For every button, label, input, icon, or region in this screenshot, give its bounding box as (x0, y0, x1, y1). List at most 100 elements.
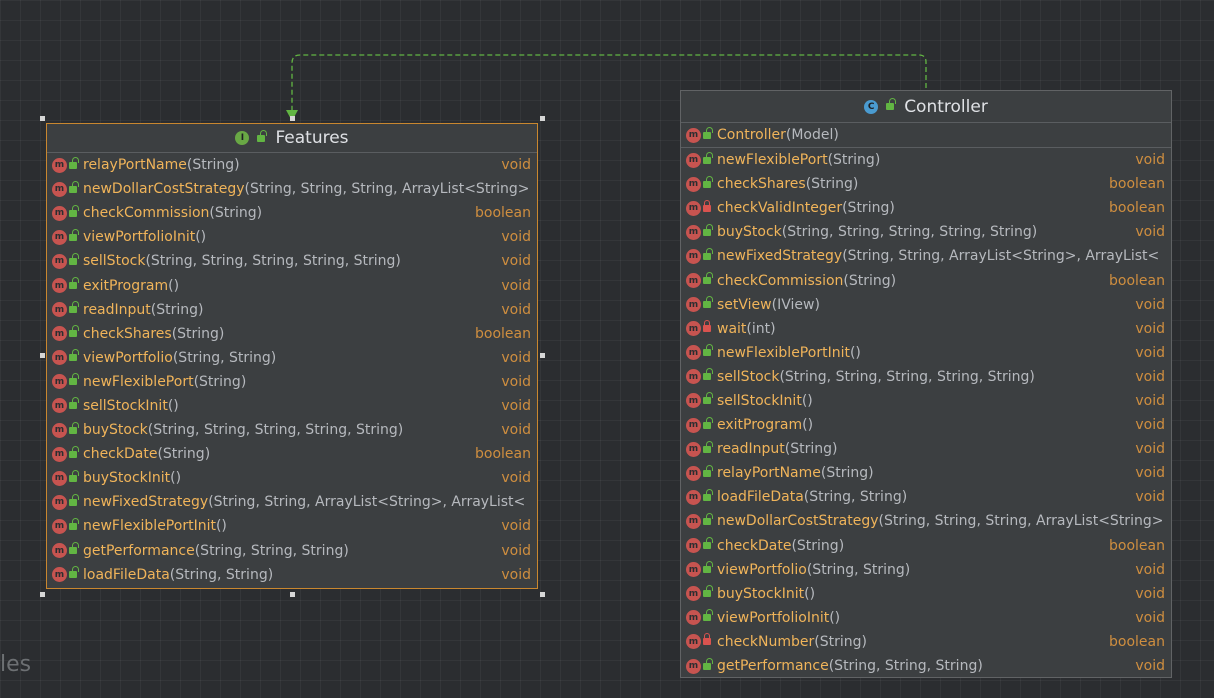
method-name: newDollarCostStrategy (83, 181, 245, 198)
method-name: checkShares (717, 176, 806, 193)
method-icon: m (686, 562, 701, 578)
method-name: checkCommission (717, 272, 844, 289)
return-type: boolean (1109, 200, 1165, 217)
public-icon (69, 349, 79, 362)
return-type: void (1135, 344, 1165, 361)
method-params: (String) (814, 633, 867, 650)
method-icon: m (686, 513, 701, 529)
return-type: void (1135, 489, 1165, 506)
public-icon (69, 542, 79, 555)
resize-handle-nw[interactable] (40, 116, 45, 121)
return-type: void (1135, 585, 1165, 602)
method-name: checkValidInteger (717, 200, 843, 217)
method-icon: m (686, 273, 701, 289)
public-icon (69, 228, 79, 241)
method-icon: m (52, 374, 67, 390)
resize-handle-n[interactable] (290, 116, 295, 121)
public-icon (703, 392, 713, 405)
return-type: void (501, 470, 531, 487)
method-icon: m (686, 248, 701, 264)
resize-handle-e[interactable] (540, 353, 545, 358)
public-icon (69, 493, 79, 506)
method-params: (String) (842, 200, 895, 217)
resize-handle-s[interactable] (290, 592, 295, 597)
partial-label: les (0, 652, 32, 677)
method-params: (String, String, String) (194, 542, 349, 559)
method-name: checkNumber (717, 633, 815, 650)
method-icon: m (686, 489, 701, 505)
method-name: buyStockInit (83, 470, 171, 487)
public-icon (703, 151, 713, 164)
public-icon (703, 368, 713, 381)
method-icon: m (52, 422, 67, 438)
method-icon: m (52, 518, 67, 534)
method-icon: m (52, 398, 67, 414)
method-params: () (215, 518, 227, 535)
return-type: boolean (1109, 272, 1165, 289)
resize-handle-w[interactable] (40, 353, 45, 358)
return-type: void (501, 566, 531, 583)
method-name: sellStock (83, 253, 146, 270)
resize-handle-ne[interactable] (540, 116, 545, 121)
public-icon (703, 561, 713, 574)
method-params: (IView) (771, 296, 820, 313)
method-params: () (170, 470, 182, 487)
method-icon: m (686, 658, 701, 674)
method-params: (String, String) (169, 566, 274, 583)
constructor-row[interactable]: m Controller(Model) (681, 123, 1171, 147)
method-icon: m (686, 441, 701, 457)
return-type: void (1135, 417, 1165, 434)
resize-handle-sw[interactable] (40, 592, 45, 597)
method-icon: m (686, 176, 701, 192)
method-params: (String, String, String, String, String) (781, 224, 1038, 241)
return-type: void (1135, 392, 1165, 409)
public-icon (69, 373, 79, 386)
method-params: () (802, 417, 814, 434)
method-params: (String) (791, 537, 845, 554)
resize-handle-se[interactable] (540, 592, 545, 597)
